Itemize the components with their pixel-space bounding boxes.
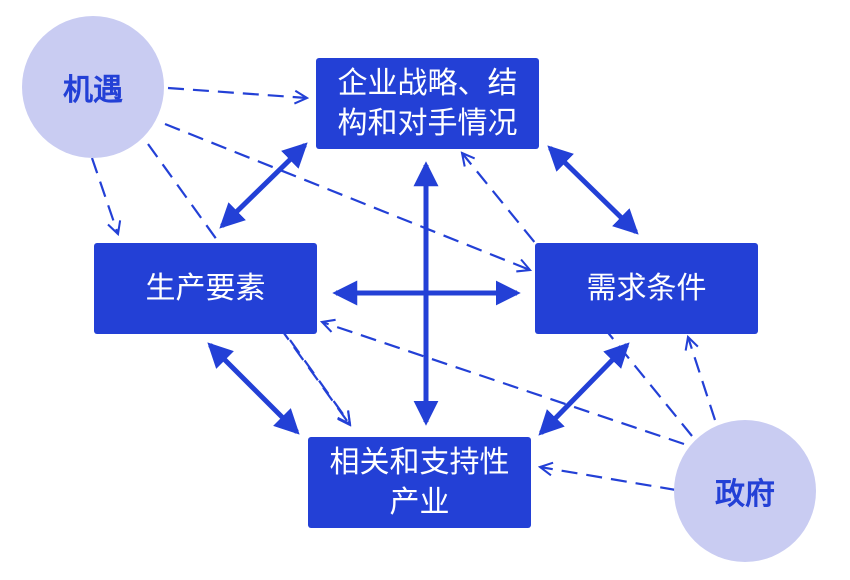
demand-related-link	[538, 342, 630, 436]
related-label: 相关和支持性 产业	[329, 444, 510, 520]
factors-related-link	[207, 342, 300, 435]
chance-circle: 机遇	[22, 16, 164, 158]
government-to-demand-link	[688, 337, 717, 421]
factors-label: 生产要素	[145, 270, 266, 306]
government-to-factors-link	[322, 322, 685, 446]
factor-conditions-box: 生产要素	[94, 243, 317, 334]
strategy-label: 企业战略、结 构和对手情况	[337, 65, 518, 141]
factors-to-related-dashed-link	[289, 339, 350, 424]
strategy-structure-rivalry-box: 企业战略、结 构和对手情况	[316, 58, 539, 149]
government-circle: 政府	[674, 420, 816, 562]
chance-label: 机遇	[63, 73, 123, 108]
demand-label: 需求条件	[586, 270, 707, 306]
government-to-related-link	[540, 467, 677, 492]
chance-to-factors-link	[90, 157, 118, 234]
strategy-factors-link	[219, 142, 308, 229]
related-supporting-industries-box: 相关和支持性 产业	[308, 437, 531, 528]
chance-to-strategy-link	[167, 86, 307, 98]
chance-to-demand-link	[164, 122, 530, 270]
government-label: 政府	[715, 477, 775, 512]
strategy-demand-link	[547, 145, 639, 235]
demand-conditions-box: 需求条件	[535, 243, 758, 334]
chance-to-related-link	[147, 143, 350, 425]
